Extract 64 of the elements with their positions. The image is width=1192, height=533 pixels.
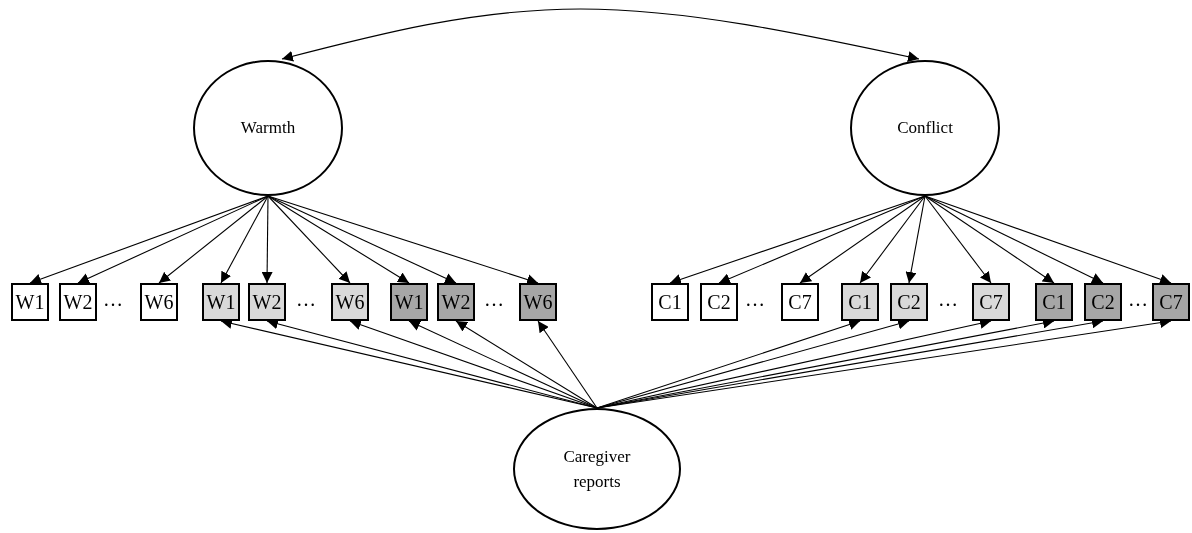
arrow: [905, 195, 926, 284]
item-label: W6: [335, 290, 365, 314]
arrow: [261, 195, 273, 284]
item-label: W6: [144, 290, 174, 314]
item-label: W2: [252, 290, 282, 314]
arrow: [799, 195, 926, 284]
indicator-box: [1035, 283, 1073, 321]
arrow: [859, 195, 926, 284]
item-label: W2: [441, 290, 471, 314]
indicator-box: [140, 283, 178, 321]
indicator-box: [1152, 283, 1190, 321]
indicator-box: [202, 283, 240, 321]
indicator-box: [651, 283, 689, 321]
item-label: C1: [1042, 290, 1066, 314]
arrow: [29, 195, 269, 285]
item-label: C1: [848, 290, 872, 314]
arrow: [455, 320, 598, 409]
indicator-box: [700, 283, 738, 321]
indicator-box: [59, 283, 97, 321]
indicator-box: [519, 283, 557, 321]
item-label: C7: [1159, 290, 1183, 314]
ellipsis: …: [1128, 288, 1148, 311]
indicator-box: [390, 283, 428, 321]
item-label: C2: [707, 290, 731, 314]
item-label: C1: [658, 290, 682, 314]
arrow: [267, 195, 410, 284]
item-label: W2: [63, 290, 93, 314]
indicator-box: [890, 283, 928, 321]
arrow: [267, 195, 539, 285]
item-label: C2: [897, 290, 921, 314]
indicator-box: [781, 283, 819, 321]
indicator-box: [11, 283, 49, 321]
indicator-box: [841, 283, 879, 321]
arrow: [267, 195, 457, 284]
item-label: C7: [788, 290, 812, 314]
item-label: W6: [523, 290, 553, 314]
ellipsis: …: [484, 288, 504, 311]
arrow: [924, 195, 1104, 284]
ellipsis: …: [296, 288, 316, 311]
indicator-box: [437, 283, 475, 321]
indicator-box: [248, 283, 286, 321]
curved-double-arrow: [281, 8, 920, 63]
variable-name: Caregiver reports: [562, 445, 632, 493]
indicator-box: [972, 283, 1010, 321]
indicator-box: [331, 283, 369, 321]
item-label: W1: [394, 290, 424, 314]
arrow: [537, 320, 598, 409]
item-label: C2: [1091, 290, 1115, 314]
arrow: [924, 195, 1055, 284]
arrow: [924, 195, 992, 284]
ellipsis: …: [103, 288, 123, 311]
ellipsis: …: [938, 288, 958, 311]
item-label: C7: [979, 290, 1003, 314]
arrow: [267, 195, 351, 284]
arrow: [924, 195, 1172, 285]
arrow: [220, 195, 269, 284]
ellipsis: …: [745, 288, 765, 311]
item-label: W1: [206, 290, 236, 314]
item-label: W1: [15, 290, 45, 314]
variable-name: Conflict: [897, 117, 953, 140]
arrow: [158, 195, 269, 284]
arrow: [718, 195, 926, 284]
indicator-box: [1084, 283, 1122, 321]
variable-name: Warmth: [240, 117, 296, 140]
